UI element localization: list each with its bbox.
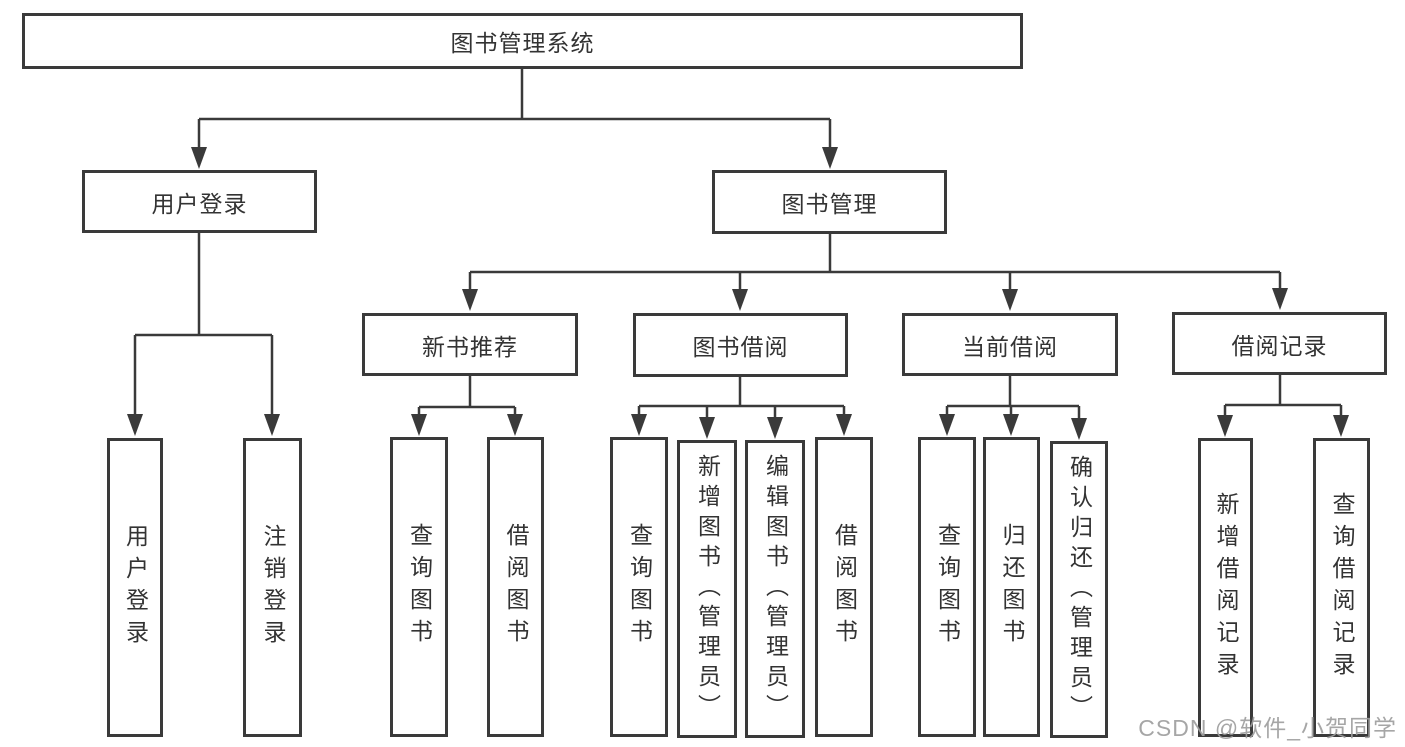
leaf-logout: 注销登录 bbox=[243, 438, 302, 737]
leaf-return-book: 归还图书 bbox=[983, 437, 1040, 737]
csdn-watermark: CSDN @软件_小贺同学 bbox=[1138, 715, 1397, 741]
leaf-add-book-admin: 新增图书（管理员） bbox=[677, 440, 737, 738]
leaf-confirm-return-admin-label: 确认归还（管理员） bbox=[1066, 454, 1093, 725]
leaf-add-borrow-record-label: 新增借阅记录 bbox=[1213, 491, 1239, 684]
leaf-borrow-book-1: 借阅图书 bbox=[487, 437, 544, 737]
leaf-query-borrow-record: 查询借阅记录 bbox=[1313, 438, 1370, 737]
leaf-borrow-book-2-label: 借阅图书 bbox=[831, 523, 858, 651]
node-borrow-records-label: 借阅记录 bbox=[1231, 332, 1328, 359]
node-book-borrow: 图书借阅 bbox=[633, 313, 848, 377]
leaf-user-login-label: 用户登录 bbox=[122, 523, 149, 652]
node-user-login-label: 用户登录 bbox=[151, 190, 248, 217]
leaf-edit-book-admin: 编辑图书（管理员） bbox=[745, 440, 805, 738]
node-user-login: 用户登录 bbox=[82, 170, 317, 233]
leaf-query-book-2: 查询图书 bbox=[610, 437, 668, 737]
leaf-confirm-return-admin: 确认归还（管理员） bbox=[1050, 441, 1108, 738]
node-book-borrow-label: 图书借阅 bbox=[692, 334, 789, 360]
leaf-query-book-1-label: 查询图书 bbox=[406, 523, 433, 651]
leaf-borrow-book-2: 借阅图书 bbox=[815, 437, 873, 737]
leaf-edit-book-admin-label: 编辑图书（管理员） bbox=[762, 454, 789, 724]
leaf-query-book-2-label: 查询图书 bbox=[626, 523, 653, 651]
leaf-query-book-3: 查询图书 bbox=[918, 437, 976, 737]
node-borrow-records: 借阅记录 bbox=[1172, 312, 1387, 375]
leaf-borrow-book-1-label: 借阅图书 bbox=[503, 523, 529, 651]
node-current-borrow: 当前借阅 bbox=[902, 313, 1118, 376]
leaf-query-borrow-record-label: 查询借阅记录 bbox=[1329, 491, 1355, 684]
node-book-management-label: 图书管理 bbox=[781, 191, 878, 217]
leaf-user-login: 用户登录 bbox=[107, 438, 163, 737]
node-root: 图书管理系统 bbox=[22, 13, 1023, 69]
arrowheads bbox=[127, 147, 1349, 440]
node-new-book-recommend-label: 新书推荐 bbox=[422, 333, 518, 360]
leaf-add-book-admin-label: 新增图书（管理员） bbox=[694, 454, 721, 724]
leaf-add-borrow-record: 新增借阅记录 bbox=[1198, 438, 1253, 737]
leaf-query-book-3-label: 查询图书 bbox=[934, 523, 961, 651]
node-current-borrow-label: 当前借阅 bbox=[962, 333, 1058, 360]
leaf-return-book-label: 归还图书 bbox=[999, 523, 1025, 651]
leaf-query-book-1: 查询图书 bbox=[390, 437, 448, 737]
node-new-book-recommend: 新书推荐 bbox=[362, 313, 578, 376]
node-book-management: 图书管理 bbox=[712, 170, 947, 234]
leaf-logout-label: 注销登录 bbox=[260, 523, 286, 652]
node-root-label: 图书管理系统 bbox=[450, 30, 595, 56]
